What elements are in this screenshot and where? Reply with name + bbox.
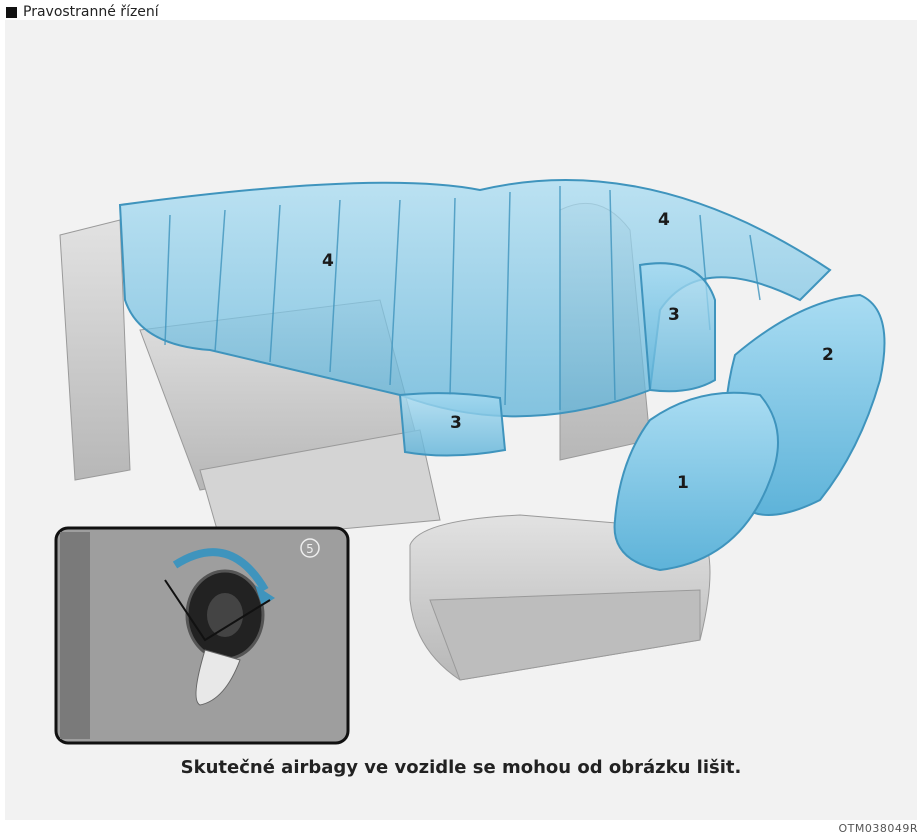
switch-inset: 5 xyxy=(56,528,348,743)
callout-5: 5 xyxy=(306,542,314,556)
figure-caption: Skutečné airbagy ve vozidle se mohou od … xyxy=(0,757,922,778)
callout-4-front: 4 xyxy=(658,210,670,230)
callout-3-rear: 3 xyxy=(450,413,462,433)
callout-2: 2 xyxy=(822,345,834,365)
callout-4-rear: 4 xyxy=(322,251,334,271)
callout-3-front: 3 xyxy=(668,305,680,325)
callout-1: 1 xyxy=(677,473,689,493)
side-airbag-front xyxy=(640,263,715,391)
figure-code: OTM038049R xyxy=(838,822,918,835)
